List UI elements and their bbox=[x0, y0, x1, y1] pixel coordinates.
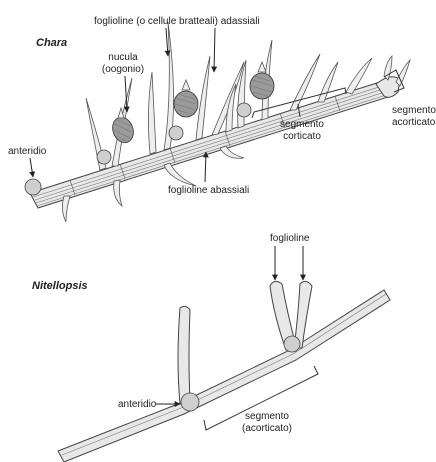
label-segmento-corticato-1: segmento bbox=[280, 119, 324, 130]
label-foglioline-adassiali: foglioline (o cellule bratteali) adassia… bbox=[94, 16, 260, 27]
label-acorticato: (acorticato) bbox=[242, 423, 292, 434]
label-segmento-corticato-2: corticato bbox=[283, 131, 321, 142]
nitellopsis-title: Nitellopsis bbox=[32, 280, 88, 292]
chara-title: Chara bbox=[36, 37, 67, 49]
label-anteridio-chara: anteridio bbox=[8, 146, 47, 157]
chara-apical-segment bbox=[376, 56, 410, 97]
label-segmento-acorticato-2: acorticato bbox=[392, 117, 436, 128]
label-segmento: segmento bbox=[245, 411, 289, 422]
label-segmento-acorticato-1: segmento bbox=[392, 105, 436, 116]
label-anteridio-nitellopsis: anteridio bbox=[118, 399, 157, 410]
label-foglioline-abassiali: foglioline abassiali bbox=[168, 185, 249, 196]
label-foglioline: foglioline bbox=[270, 233, 310, 244]
label-oogonio: (oogonio) bbox=[102, 64, 144, 75]
label-nucula: nucula bbox=[108, 52, 138, 63]
nitellopsis-stem bbox=[58, 290, 390, 462]
nitellopsis-illustration bbox=[58, 281, 390, 462]
